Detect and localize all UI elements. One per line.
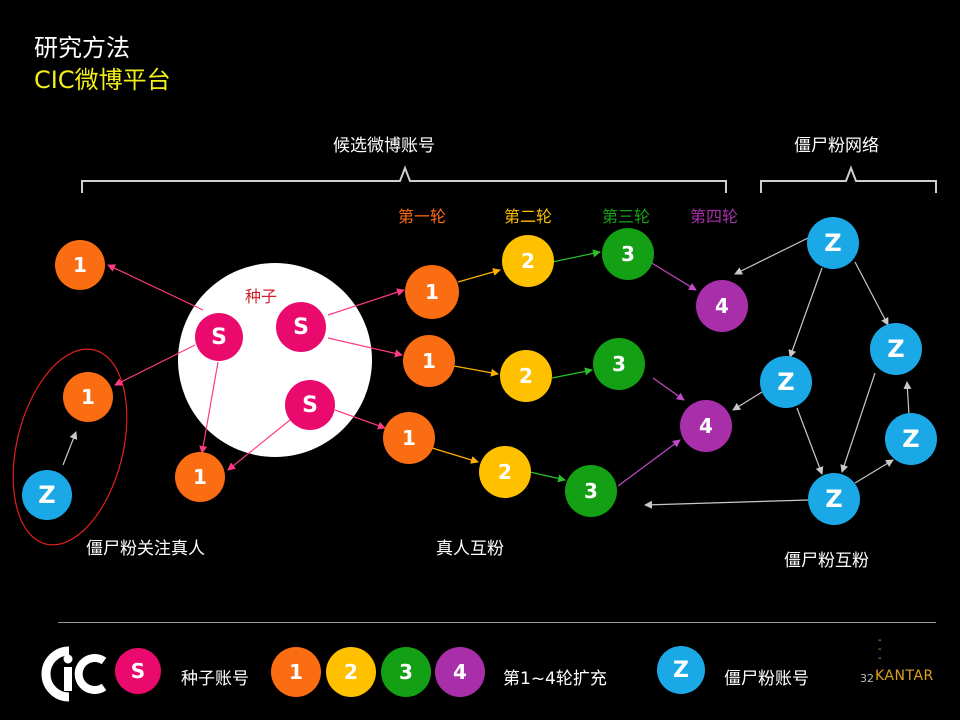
edge-r3a-r4a	[649, 261, 697, 291]
slide-title: 研究方法	[34, 34, 130, 62]
edge-s1-n1b	[114, 344, 196, 386]
seed-label: 种子	[245, 287, 278, 306]
seed-node: S	[195, 313, 243, 361]
round1-node: 1	[63, 372, 113, 422]
zombie-mutual-label: 僵尸粉互粉	[784, 551, 869, 571]
kantar-logo: KANTAR	[875, 668, 934, 684]
zombie-follow-real-label: 僵尸粉关注真人	[86, 539, 205, 559]
round-label-4: 第四轮	[690, 207, 739, 226]
edge-z1-r4a	[734, 237, 809, 275]
real-mutual-label: 真人互粉	[436, 539, 504, 559]
edge-s2-r1b	[327, 337, 403, 358]
round2-node: 2	[479, 446, 531, 498]
seed-node: S	[285, 380, 335, 430]
edge-z4-z2	[903, 381, 912, 416]
edge-z3-z5	[796, 407, 824, 475]
candidate-bracket	[81, 165, 727, 193]
zombie-node: Z	[870, 323, 922, 375]
zombie-bracket	[760, 165, 937, 193]
slide-subtitle: CIC微博平台	[34, 66, 171, 94]
round-label-3: 第三轮	[602, 207, 651, 226]
edge-r2b-r3b	[551, 367, 593, 379]
legend-zombie-node: Z	[657, 646, 705, 694]
round3-node: 3	[593, 338, 645, 390]
edge-r1a-r2a	[457, 268, 501, 283]
round1-node: 1	[403, 335, 455, 387]
edge-z1-z3	[788, 267, 823, 358]
edge-r2c-r3c	[529, 471, 566, 483]
candidate-accounts-label: 候选微博账号	[333, 136, 435, 156]
legend-round3-node: 3	[381, 647, 431, 697]
legend-seed-label: 种子账号	[181, 669, 249, 689]
zombie-node: Z	[808, 473, 860, 525]
edge-z5-z4	[854, 459, 894, 484]
edge-z-n1	[62, 431, 78, 466]
edge-r1b-r2b	[453, 365, 499, 377]
zombie-network-label: 僵尸粉网络	[794, 136, 879, 156]
edge-z2-z5	[840, 372, 876, 473]
edge-z1-z2	[854, 261, 889, 326]
round3-node: 3	[602, 228, 654, 280]
round3-node: 3	[565, 465, 617, 517]
legend-round1-node: 1	[271, 647, 321, 697]
edge-z3-r4b	[732, 391, 763, 411]
kantar-dots-icon: ---	[878, 635, 882, 664]
zombie-node: Z	[807, 217, 859, 269]
legend-round4-node: 4	[435, 647, 485, 697]
edge-s3-r1c	[334, 409, 386, 430]
edge-r3c-r4b	[617, 439, 681, 487]
legend-zombie-label: 僵尸粉账号	[724, 669, 809, 689]
zombie-node: Z	[760, 356, 812, 408]
edge-s1-n1c	[199, 361, 219, 454]
seed-node: S	[276, 302, 326, 352]
round1-node: 1	[175, 452, 225, 502]
zombie-node: Z	[22, 470, 72, 520]
edge-s3-n1c	[227, 419, 291, 471]
round2-node: 2	[502, 235, 554, 287]
edge-s1-n1a	[107, 264, 204, 311]
round-label-2: 第二轮	[504, 207, 553, 226]
zombie-follow-ellipse	[12, 348, 128, 546]
round4-node: 4	[680, 400, 732, 452]
edge-r3b-r4b	[652, 377, 685, 401]
round-label-1: 第一轮	[398, 207, 447, 226]
cic-logo	[40, 645, 108, 703]
page-number: 32	[860, 672, 874, 685]
zombie-node: Z	[885, 413, 937, 465]
round4-node: 4	[696, 280, 748, 332]
edge-r2a-r3a	[551, 249, 601, 263]
footer-divider	[58, 622, 936, 623]
round1-node: 1	[55, 240, 105, 290]
round1-node: 1	[383, 412, 435, 464]
legend-rounds-label: 第1~4轮扩充	[503, 669, 607, 689]
edge-z5-r3c	[644, 499, 809, 509]
legend-round2-node: 2	[326, 647, 376, 697]
legend-seed-node: S	[115, 648, 161, 694]
round1-node: 1	[405, 265, 459, 319]
round2-node: 2	[500, 350, 552, 402]
edge-s2-r1a	[327, 288, 405, 316]
edge-r1c-r2c	[431, 447, 479, 464]
